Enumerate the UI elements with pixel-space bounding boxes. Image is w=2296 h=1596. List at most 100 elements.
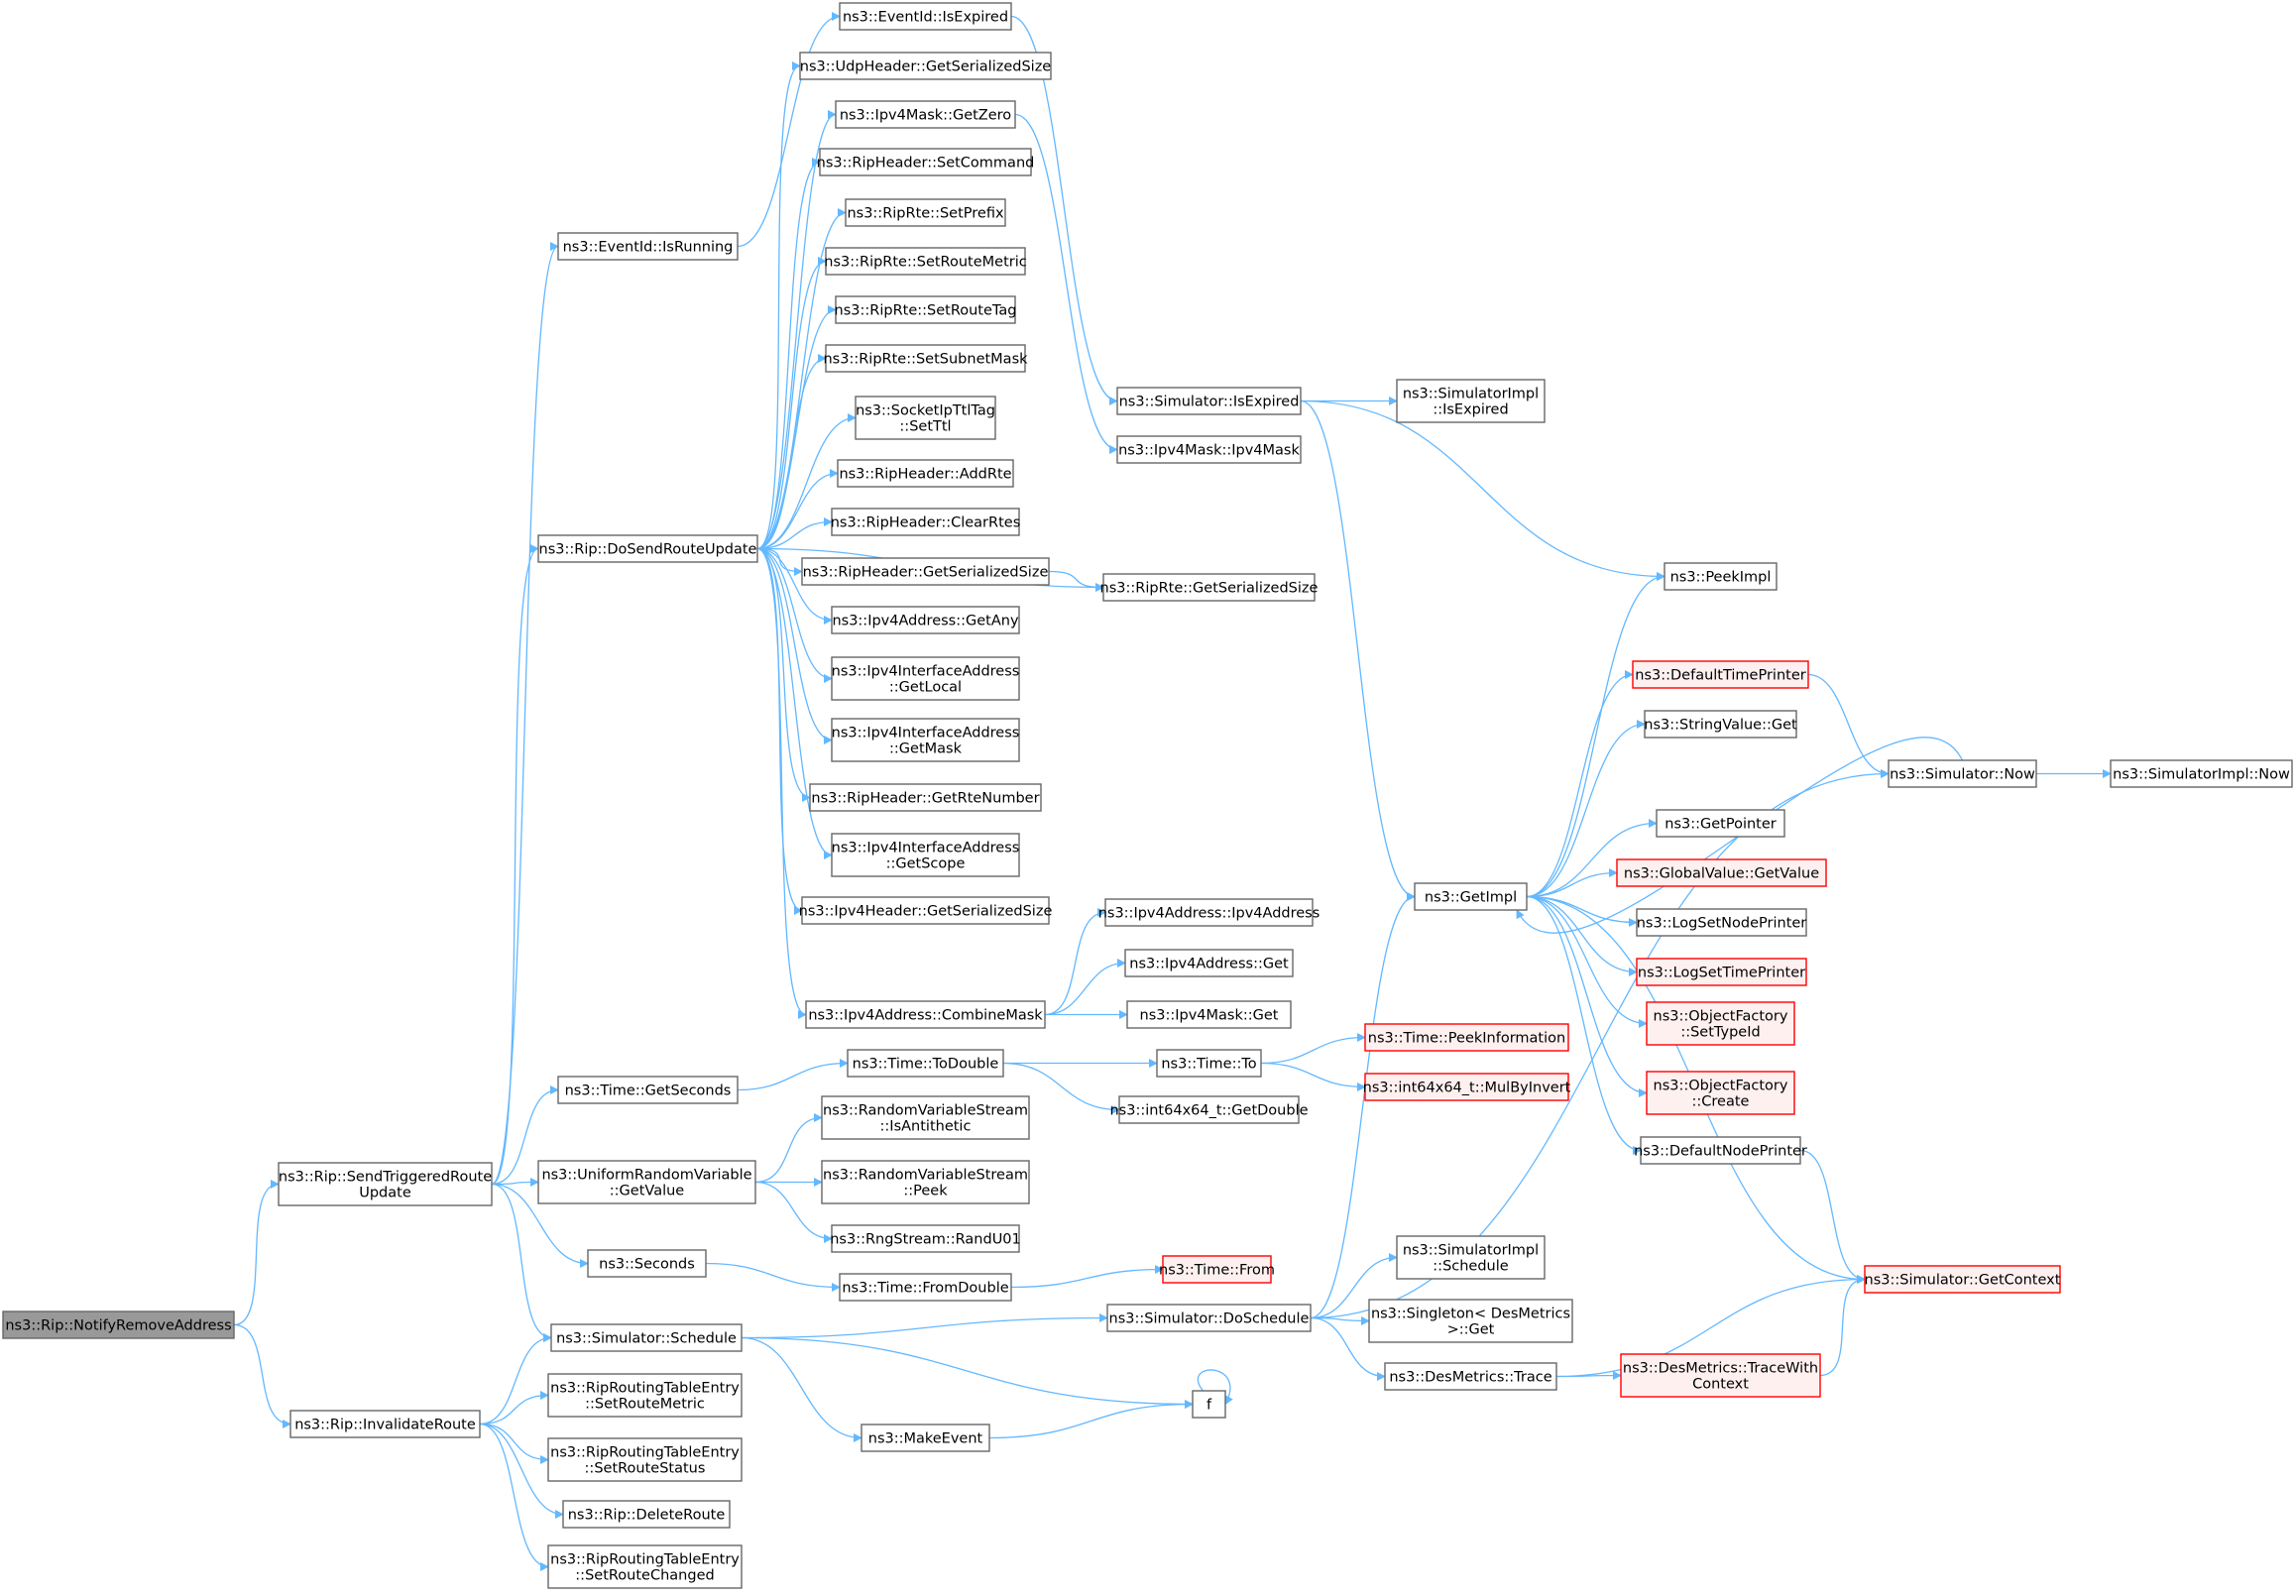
node-ns3-ripheader-getserializedsize[interactable]: ns3::RipHeader::GetSerializedSize bbox=[801, 557, 1050, 586]
node-ns3-riproutingtableentry-setroutechanged[interactable]: ns3::RipRoutingTableEntry::SetRouteChang… bbox=[547, 1544, 743, 1589]
node-ns3-ripheader-setcommand[interactable]: ns3::RipHeader::SetCommand bbox=[817, 148, 1035, 176]
node-ns3-simulator-schedule[interactable]: ns3::Simulator::Schedule bbox=[550, 1323, 743, 1352]
node-ns3-ripheader-addrte[interactable]: ns3::RipHeader::AddRte bbox=[837, 459, 1014, 488]
node-ns3-singleton-desmetrics-get[interactable]: ns3::Singleton< DesMetrics >::Get bbox=[1368, 1299, 1573, 1343]
node-ns3-rip-deleteroute[interactable]: ns3::Rip::DeleteRoute bbox=[562, 1500, 731, 1529]
node-ns3-ipv4interfaceaddress-getscope[interactable]: ns3::Ipv4InterfaceAddress::GetScope bbox=[831, 833, 1020, 877]
node-label: ns3::Simulator::DoSchedule bbox=[1109, 1311, 1310, 1327]
node-ns3-time-fromdouble[interactable]: ns3::Time::FromDouble bbox=[839, 1273, 1012, 1302]
node-ns3-time-todouble[interactable]: ns3::Time::ToDouble bbox=[847, 1049, 1004, 1078]
node-ns3-time-from[interactable]: ns3::Time::From bbox=[1159, 1255, 1275, 1284]
node-label: ns3::int64x64_t::MulByInvert bbox=[1363, 1081, 1571, 1096]
node-ns3-getpointer[interactable]: ns3::GetPointer bbox=[1656, 809, 1785, 838]
node-ns3-randomvariablestream-peek[interactable]: ns3::RandomVariableStream::Peek bbox=[821, 1160, 1030, 1204]
node-ns3-riproutingtableentry-setroutestatus[interactable]: ns3::RipRoutingTableEntry::SetRouteStatu… bbox=[547, 1437, 743, 1482]
node-ns3-uniformrandomvariable-getvalue[interactable]: ns3::UniformRandomVariable::GetValue bbox=[537, 1160, 756, 1204]
node-ns3-logsettimeprinter[interactable]: ns3::LogSetTimePrinter bbox=[1636, 958, 1807, 986]
node-ns3-rngstream-randu01[interactable]: ns3::RngStream::RandU01 bbox=[830, 1224, 1021, 1253]
node-box bbox=[562, 1500, 731, 1529]
node-ns3-simulator-now[interactable]: ns3::Simulator::Now bbox=[1888, 759, 2037, 788]
node-label: ns3::Time::GetSeconds bbox=[565, 1083, 732, 1099]
node-ns3-ipv4mask-ipv4mask[interactable]: ns3::Ipv4Mask::Ipv4Mask bbox=[1116, 435, 1302, 464]
node-label: ns3::Time::To bbox=[1161, 1057, 1256, 1073]
node-ns3-udpheader-getserializedsize[interactable]: ns3::UdpHeader::GetSerializedSize bbox=[799, 52, 1052, 80]
node-ns3-ripheader-clearrtes[interactable]: ns3::RipHeader::ClearRtes bbox=[831, 508, 1021, 536]
node-ns3-defaultnodeprinter[interactable]: ns3::DefaultNodePrinter bbox=[1634, 1136, 1807, 1165]
node-ns3-ipv4address-get[interactable]: ns3::Ipv4Address::Get bbox=[1124, 949, 1294, 977]
node-box bbox=[831, 833, 1020, 877]
edge-n57-to-n59 bbox=[1807, 673, 1890, 778]
node-box bbox=[278, 1162, 493, 1206]
node-ns3-socketipttltag-setttl[interactable]: ns3::SocketIpTtlTag::SetTtl bbox=[855, 396, 996, 440]
node-ns3-time-peekinformation[interactable]: ns3::Time::PeekInformation bbox=[1364, 1023, 1569, 1052]
node-ns3-simulatorimpl-now[interactable]: ns3::SimulatorImpl::Now bbox=[2110, 759, 2293, 788]
node-ns3-ipv4interfaceaddress-getlocal[interactable]: ns3::Ipv4InterfaceAddress::GetLocal bbox=[831, 656, 1020, 701]
node-label: ns3::Rip::NotifyRemoveAddress bbox=[5, 1318, 231, 1334]
node-ns3-logsetnodeprinter[interactable]: ns3::LogSetNodePrinter bbox=[1636, 908, 1807, 937]
edge-n1-to-n5 bbox=[491, 1085, 559, 1186]
node-box bbox=[831, 606, 1020, 634]
node-ns3-defaulttimeprinter[interactable]: ns3::DefaultTimePrinter bbox=[1632, 660, 1809, 689]
node-box bbox=[1106, 1304, 1312, 1332]
node-ns3-objectfactory-create[interactable]: ns3::ObjectFactory::Create bbox=[1646, 1071, 1795, 1115]
node-ns3-makeevent[interactable]: ns3::MakeEvent bbox=[861, 1424, 990, 1452]
node-ns3-ipv4header-getserializedsize[interactable]: ns3::Ipv4Header::GetSerializedSize bbox=[799, 896, 1053, 925]
node-ns3-riprte-setroutetag[interactable]: ns3::RipRte::SetRouteTag bbox=[835, 295, 1017, 324]
node-box bbox=[1126, 1000, 1292, 1029]
node-label: ns3::RipRte::GetSerializedSize bbox=[1100, 581, 1319, 597]
node-ns3-int64x64-t-mulbyinvert[interactable]: ns3::int64x64_t::MulByInvert bbox=[1363, 1073, 1571, 1101]
node-label: ns3::Simulator::GetContext bbox=[1865, 1273, 2061, 1289]
node-box bbox=[1646, 1001, 1795, 1046]
node-ns3-randomvariablestream-isantithetic[interactable]: ns3::RandomVariableStream::IsAntithetic bbox=[821, 1095, 1030, 1140]
node-f[interactable]: f bbox=[1192, 1390, 1226, 1419]
node-ns3-time-to[interactable]: ns3::Time::To bbox=[1156, 1049, 1262, 1078]
node-ns3-time-getseconds[interactable]: ns3::Time::GetSeconds bbox=[557, 1076, 739, 1104]
node-ns3-desmetrics-trace[interactable]: ns3::DesMetrics::Trace bbox=[1384, 1362, 1557, 1391]
node-ns3-eventid-isexpired[interactable]: ns3::EventId::IsExpired bbox=[839, 2, 1012, 31]
node-ns3-seconds[interactable]: ns3::Seconds bbox=[587, 1249, 707, 1278]
node-ns3-riprte-setsubnetmask[interactable]: ns3::RipRte::SetSubnetMask bbox=[823, 344, 1028, 373]
node-ns3-ripheader-getrtenumber[interactable]: ns3::RipHeader::GetRteNumber bbox=[809, 783, 1042, 812]
node-ns3-int64x64-t-getdouble[interactable]: ns3::int64x64_t::GetDouble bbox=[1109, 1095, 1309, 1124]
node-ns3-simulatorimpl-schedule[interactable]: ns3::SimulatorImpl::Schedule bbox=[1396, 1235, 1546, 1280]
edge-n4-to-n30 bbox=[756, 547, 803, 915]
node-box bbox=[1396, 379, 1546, 423]
node-label: ns3::Rip::DoSendRouteUpdate bbox=[539, 542, 757, 558]
node-ns3-ipv4mask-get[interactable]: ns3::Ipv4Mask::Get bbox=[1126, 1000, 1292, 1029]
node-ns3-simulator-getcontext[interactable]: ns3::Simulator::GetContext bbox=[1864, 1265, 2061, 1294]
node-box bbox=[1124, 949, 1294, 977]
node-ns3-rip-notifyremoveaddress[interactable]: ns3::Rip::NotifyRemoveAddress bbox=[2, 1311, 235, 1339]
node-box bbox=[1118, 1095, 1300, 1124]
node-ns3-objectfactory-settypeid[interactable]: ns3::ObjectFactory::SetTypeId bbox=[1646, 1001, 1795, 1046]
node-ns3-ipv4interfaceaddress-getmask[interactable]: ns3::Ipv4InterfaceAddress::GetMask bbox=[831, 718, 1020, 762]
node-ns3-rip-invalidateroute[interactable]: ns3::Rip::InvalidateRoute bbox=[289, 1410, 481, 1438]
node-ns3-ipv4address-ipv4address[interactable]: ns3::Ipv4Address::Ipv4Address bbox=[1098, 898, 1320, 927]
node-ns3-rip-dosendrouteupdate[interactable]: ns3::Rip::DoSendRouteUpdate bbox=[537, 534, 758, 563]
node-label: ns3::UdpHeader::GetSerializedSize bbox=[800, 59, 1052, 75]
node-ns3-simulatorimpl-isexpired[interactable]: ns3::SimulatorImpl::IsExpired bbox=[1396, 379, 1546, 423]
node-ns3-eventid-isrunning[interactable]: ns3::EventId::IsRunning bbox=[557, 232, 739, 261]
node-ns3-simulator-isexpired[interactable]: ns3::Simulator::IsExpired bbox=[1116, 387, 1302, 415]
node-ns3-simulator-doschedule[interactable]: ns3::Simulator::DoSchedule bbox=[1106, 1304, 1312, 1332]
node-ns3-globalvalue-getvalue[interactable]: ns3::GlobalValue::GetValue bbox=[1616, 858, 1827, 887]
node-ns3-riproutingtableentry-setroutemetric[interactable]: ns3::RipRoutingTableEntry::SetRouteMetri… bbox=[547, 1373, 743, 1418]
node-ns3-getimpl[interactable]: ns3::GetImpl bbox=[1414, 882, 1528, 911]
node-ns3-stringvalue-get[interactable]: ns3::StringValue::Get bbox=[1644, 710, 1797, 739]
edge-n47-to-n50 bbox=[1310, 892, 1416, 1319]
node-ns3-ipv4mask-getzero[interactable]: ns3::Ipv4Mask::GetZero bbox=[835, 100, 1016, 129]
edge-n66-to-n67 bbox=[1799, 1149, 1866, 1284]
node-ns3-riprte-setroutemetric[interactable]: ns3::RipRte::SetRouteMetric bbox=[824, 247, 1027, 276]
node-label: ns3::Time::From bbox=[1159, 1263, 1275, 1279]
edge-n0-to-n2 bbox=[233, 1323, 291, 1428]
node-ns3-peekimpl[interactable]: ns3::PeekImpl bbox=[1664, 562, 1778, 591]
node-label: ns3::LogSetTimePrinter bbox=[1638, 966, 1805, 981]
node-box bbox=[587, 1249, 707, 1278]
node-ns3-riprte-getserializedsize[interactable]: ns3::RipRte::GetSerializedSize bbox=[1100, 573, 1319, 602]
node-ns3-ipv4address-combinemask[interactable]: ns3::Ipv4Address::CombineMask bbox=[805, 1000, 1046, 1029]
node-ns3-ipv4address-getany[interactable]: ns3::Ipv4Address::GetAny bbox=[831, 606, 1020, 634]
node-ns3-riprte-setprefix[interactable]: ns3::RipRte::SetPrefix bbox=[845, 198, 1006, 227]
edge-n4-to-n27 bbox=[756, 547, 833, 744]
edge-n50-to-n64 bbox=[1526, 895, 1648, 1028]
